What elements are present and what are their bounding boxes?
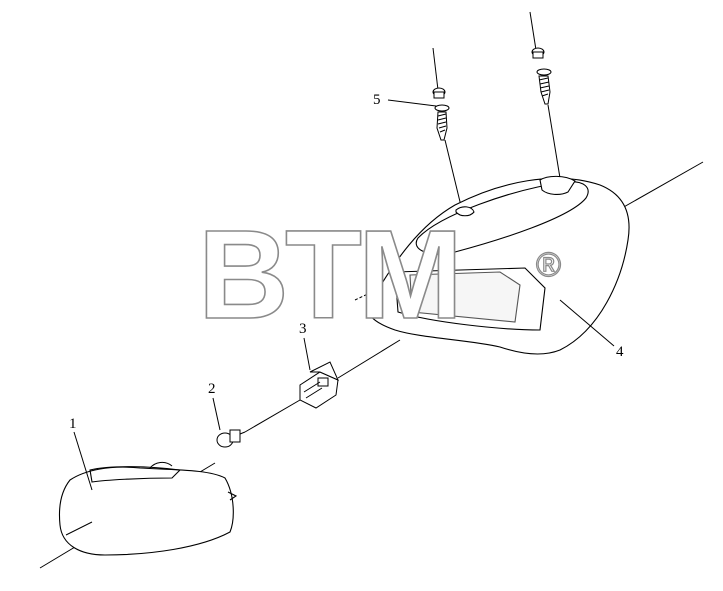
registered-mark: ® [536, 246, 561, 284]
housing-part [367, 175, 630, 355]
callout-5: 5 [373, 92, 381, 108]
callout-labels: 1 2 3 4 5 [69, 92, 624, 432]
bulb-part [216, 429, 246, 448]
lens-part [58, 461, 238, 556]
callout-3: 3 [299, 321, 307, 337]
callout-2: 2 [208, 381, 216, 397]
btm-watermark: BTM ® [197, 203, 561, 346]
watermark-text: BTM [198, 204, 459, 345]
callout-leaders [65, 99, 615, 536]
callout-4: 4 [616, 344, 624, 360]
screw-right [531, 47, 552, 105]
callout-1: 1 [69, 416, 77, 432]
bulb-socket-part [299, 361, 339, 409]
screw-left [432, 87, 450, 141]
